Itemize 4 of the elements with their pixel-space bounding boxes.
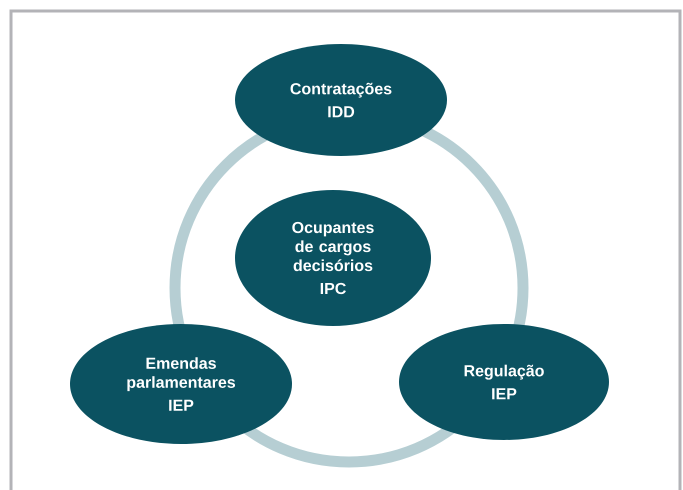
ellipse-node: Ocupantes de cargos decisórios IPC [235, 190, 431, 326]
ellipse-node: Emendas parlamentares IEP [70, 324, 292, 444]
ellipse-node: Contratações IDD [235, 44, 447, 156]
ellipse-node: Regulação IEP [399, 324, 609, 440]
